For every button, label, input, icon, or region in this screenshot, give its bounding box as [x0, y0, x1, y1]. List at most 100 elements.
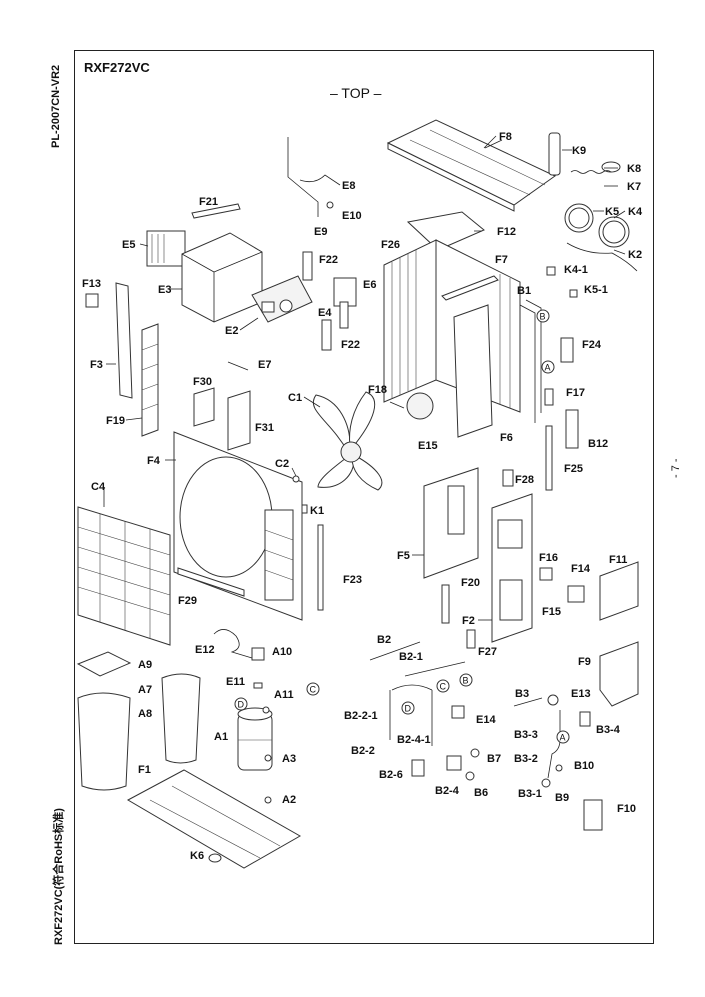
label-k7: K7 [627, 181, 641, 193]
label-f29: F29 [178, 595, 197, 607]
label-k5: K5 [605, 206, 619, 218]
label-f13: F13 [82, 278, 101, 290]
part-f30 [193, 387, 215, 427]
part-f2-side-panel [491, 493, 533, 643]
part-a2 [264, 796, 272, 804]
label-k4-1: K4-1 [564, 264, 588, 276]
label-e13: E13 [571, 688, 591, 700]
part-b3 [513, 697, 543, 707]
label-b2-4: B2-4 [435, 785, 460, 797]
label-e11: E11 [226, 676, 245, 688]
label-f25: F25 [564, 463, 583, 475]
label-c2: C2 [275, 458, 289, 470]
part-f13 [85, 293, 99, 308]
label-c4: C4 [91, 481, 106, 493]
label-f17: F17 [566, 387, 585, 399]
part-k8-ring [601, 161, 621, 173]
marker-b-mid: B [459, 673, 473, 687]
part-b12 [565, 409, 579, 449]
part-b2-1-piping [389, 661, 466, 746]
label-f22-upper: F22 [319, 254, 338, 266]
part-f27 [466, 629, 476, 649]
part-c1-fan [312, 391, 383, 491]
label-f31: F31 [255, 422, 274, 434]
part-k5-coil [564, 203, 594, 233]
part-b10 [555, 764, 563, 772]
part-a8 [77, 692, 131, 791]
part-f1-base-pan [126, 769, 302, 869]
label-b2-4-1: B2-4-1 [397, 734, 431, 746]
svg-text:D: D [405, 704, 412, 714]
label-f10: F10 [617, 803, 636, 815]
label-e12: E12 [195, 644, 215, 656]
part-e14 [451, 705, 465, 719]
label-f9: F9 [578, 656, 591, 668]
part-f7 [441, 275, 499, 301]
part-f24 [560, 337, 574, 363]
label-f11: F11 [609, 554, 627, 566]
part-f17 [544, 388, 554, 406]
part-k2-cable [566, 242, 638, 272]
part-f22-lower [321, 319, 332, 351]
part-f4-front-panel [173, 431, 303, 621]
part-c2 [292, 475, 300, 483]
part-k6 [208, 853, 222, 863]
label-k2: K2 [628, 249, 642, 261]
top-panel-f8 [386, 119, 556, 212]
part-a1-compressor [237, 707, 273, 771]
label-k1: K1 [310, 505, 324, 517]
label-f14: F14 [571, 563, 591, 575]
label-e3: E3 [158, 284, 171, 296]
part-f31 [227, 390, 251, 451]
label-f20: F20 [461, 577, 480, 589]
part-f20 [441, 584, 450, 624]
label-b6: B6 [474, 787, 488, 799]
model-title: RXF272VC [84, 60, 150, 75]
label-a9: A9 [138, 659, 152, 671]
label-a7: A7 [138, 684, 152, 696]
label-b1: B1 [517, 285, 531, 297]
label-k8: K8 [627, 163, 641, 175]
part-f6 [453, 304, 493, 438]
label-f28: F28 [515, 474, 534, 486]
part-e13 [547, 694, 559, 706]
part-f25 [545, 425, 553, 491]
label-f5: F5 [397, 550, 410, 562]
part-k7-spring [570, 170, 612, 174]
label-a8: A8 [138, 708, 152, 720]
label-a10: A10 [272, 646, 292, 658]
part-k9-tube [548, 132, 561, 176]
label-f12: F12 [497, 226, 516, 238]
label-a2: A2 [282, 794, 296, 806]
marker-c-mid: C [436, 679, 450, 693]
label-f7: F7 [495, 254, 508, 266]
label-b2-1: B2-1 [399, 651, 423, 663]
label-f15: F15 [542, 606, 561, 618]
part-f19-grille [141, 323, 159, 437]
label-e4: E4 [318, 307, 332, 319]
part-f16 [539, 567, 553, 581]
part-e12-harness [213, 629, 253, 659]
label-b3-3: B3-3 [514, 729, 538, 741]
svg-text:C: C [310, 685, 317, 695]
part-e10 [326, 201, 334, 209]
label-f21: F21 [199, 196, 218, 208]
label-a11: A11 [274, 689, 294, 701]
label-k9: K9 [572, 145, 586, 157]
part-e2-pcb [251, 275, 313, 323]
part-k1 [301, 504, 308, 514]
marker-a-top: A [541, 360, 555, 374]
label-e10: E10 [342, 210, 362, 222]
part-f14 [567, 585, 585, 603]
part-f10 [583, 799, 603, 831]
marker-c-left: C [306, 682, 320, 696]
part-f5 [423, 467, 479, 579]
part-b7 [470, 748, 480, 758]
label-f4: F4 [147, 455, 161, 467]
part-e15-motor [406, 392, 434, 420]
part-f12 [406, 211, 485, 251]
part-b3-4 [579, 711, 591, 727]
part-f11 [599, 561, 639, 621]
label-f6: F6 [500, 432, 513, 444]
